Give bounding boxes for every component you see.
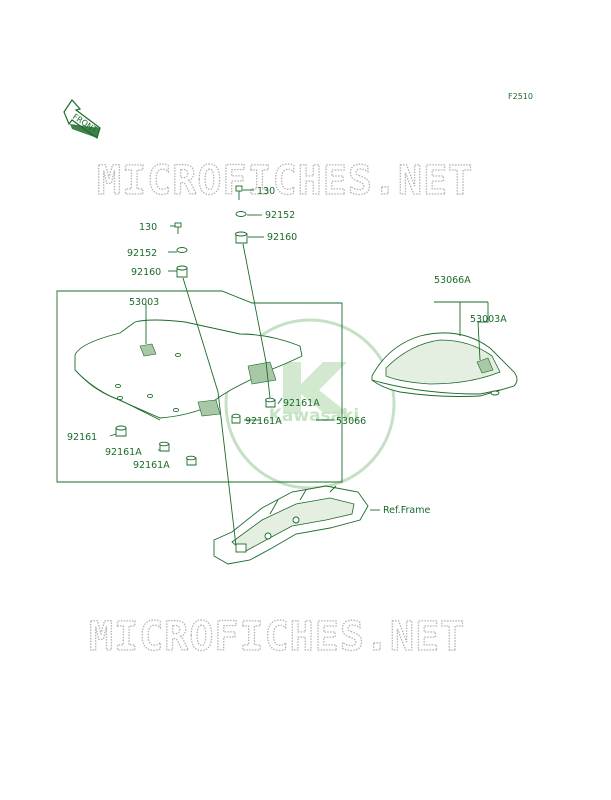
callout-bolt-right: 130 bbox=[257, 186, 275, 197]
callout-damper-front: 92161 bbox=[67, 432, 97, 443]
dampers bbox=[115, 397, 276, 466]
callout-washer-right: 92152 bbox=[265, 210, 295, 221]
callout-damper-right: 92160 bbox=[267, 232, 297, 243]
callout-damper-a3: 92161A bbox=[245, 416, 282, 427]
callout-washer-left: 92152 bbox=[127, 248, 157, 259]
callout-seat-assy: 53003 bbox=[129, 297, 159, 308]
logo-text: Kawasaki bbox=[269, 406, 360, 426]
watermark-bottom: MICROFICHES.NET bbox=[89, 614, 465, 660]
callout-damper-a4: 92161A bbox=[283, 398, 320, 409]
callout-bolt-left: 130 bbox=[139, 222, 157, 233]
front-arrow-icon: FRONT bbox=[63, 99, 101, 139]
callout-single-seat: 53003A bbox=[470, 314, 507, 325]
main-seat bbox=[74, 319, 303, 421]
hardware-right bbox=[235, 185, 248, 244]
hardware-left bbox=[174, 222, 188, 278]
watermark-top: MICROFICHES.NET bbox=[97, 158, 473, 204]
diagram-code: F2510 bbox=[508, 92, 533, 101]
seat-assy-frame bbox=[56, 290, 343, 483]
rear-subframe bbox=[213, 485, 369, 565]
callout-single-seat-assy: 53066A bbox=[434, 275, 471, 286]
callout-damper-left: 92160 bbox=[131, 267, 161, 278]
callout-seat-group: 53066 bbox=[336, 416, 366, 427]
leader-lines bbox=[109, 189, 489, 547]
single-seat-cowl bbox=[371, 332, 518, 397]
callout-damper-a2: 92161A bbox=[133, 460, 170, 471]
callout-damper-a1: 92161A bbox=[105, 447, 142, 458]
ref-frame-label: Ref.Frame bbox=[383, 505, 430, 516]
kawasaki-logo: Kawasaki bbox=[224, 318, 396, 490]
